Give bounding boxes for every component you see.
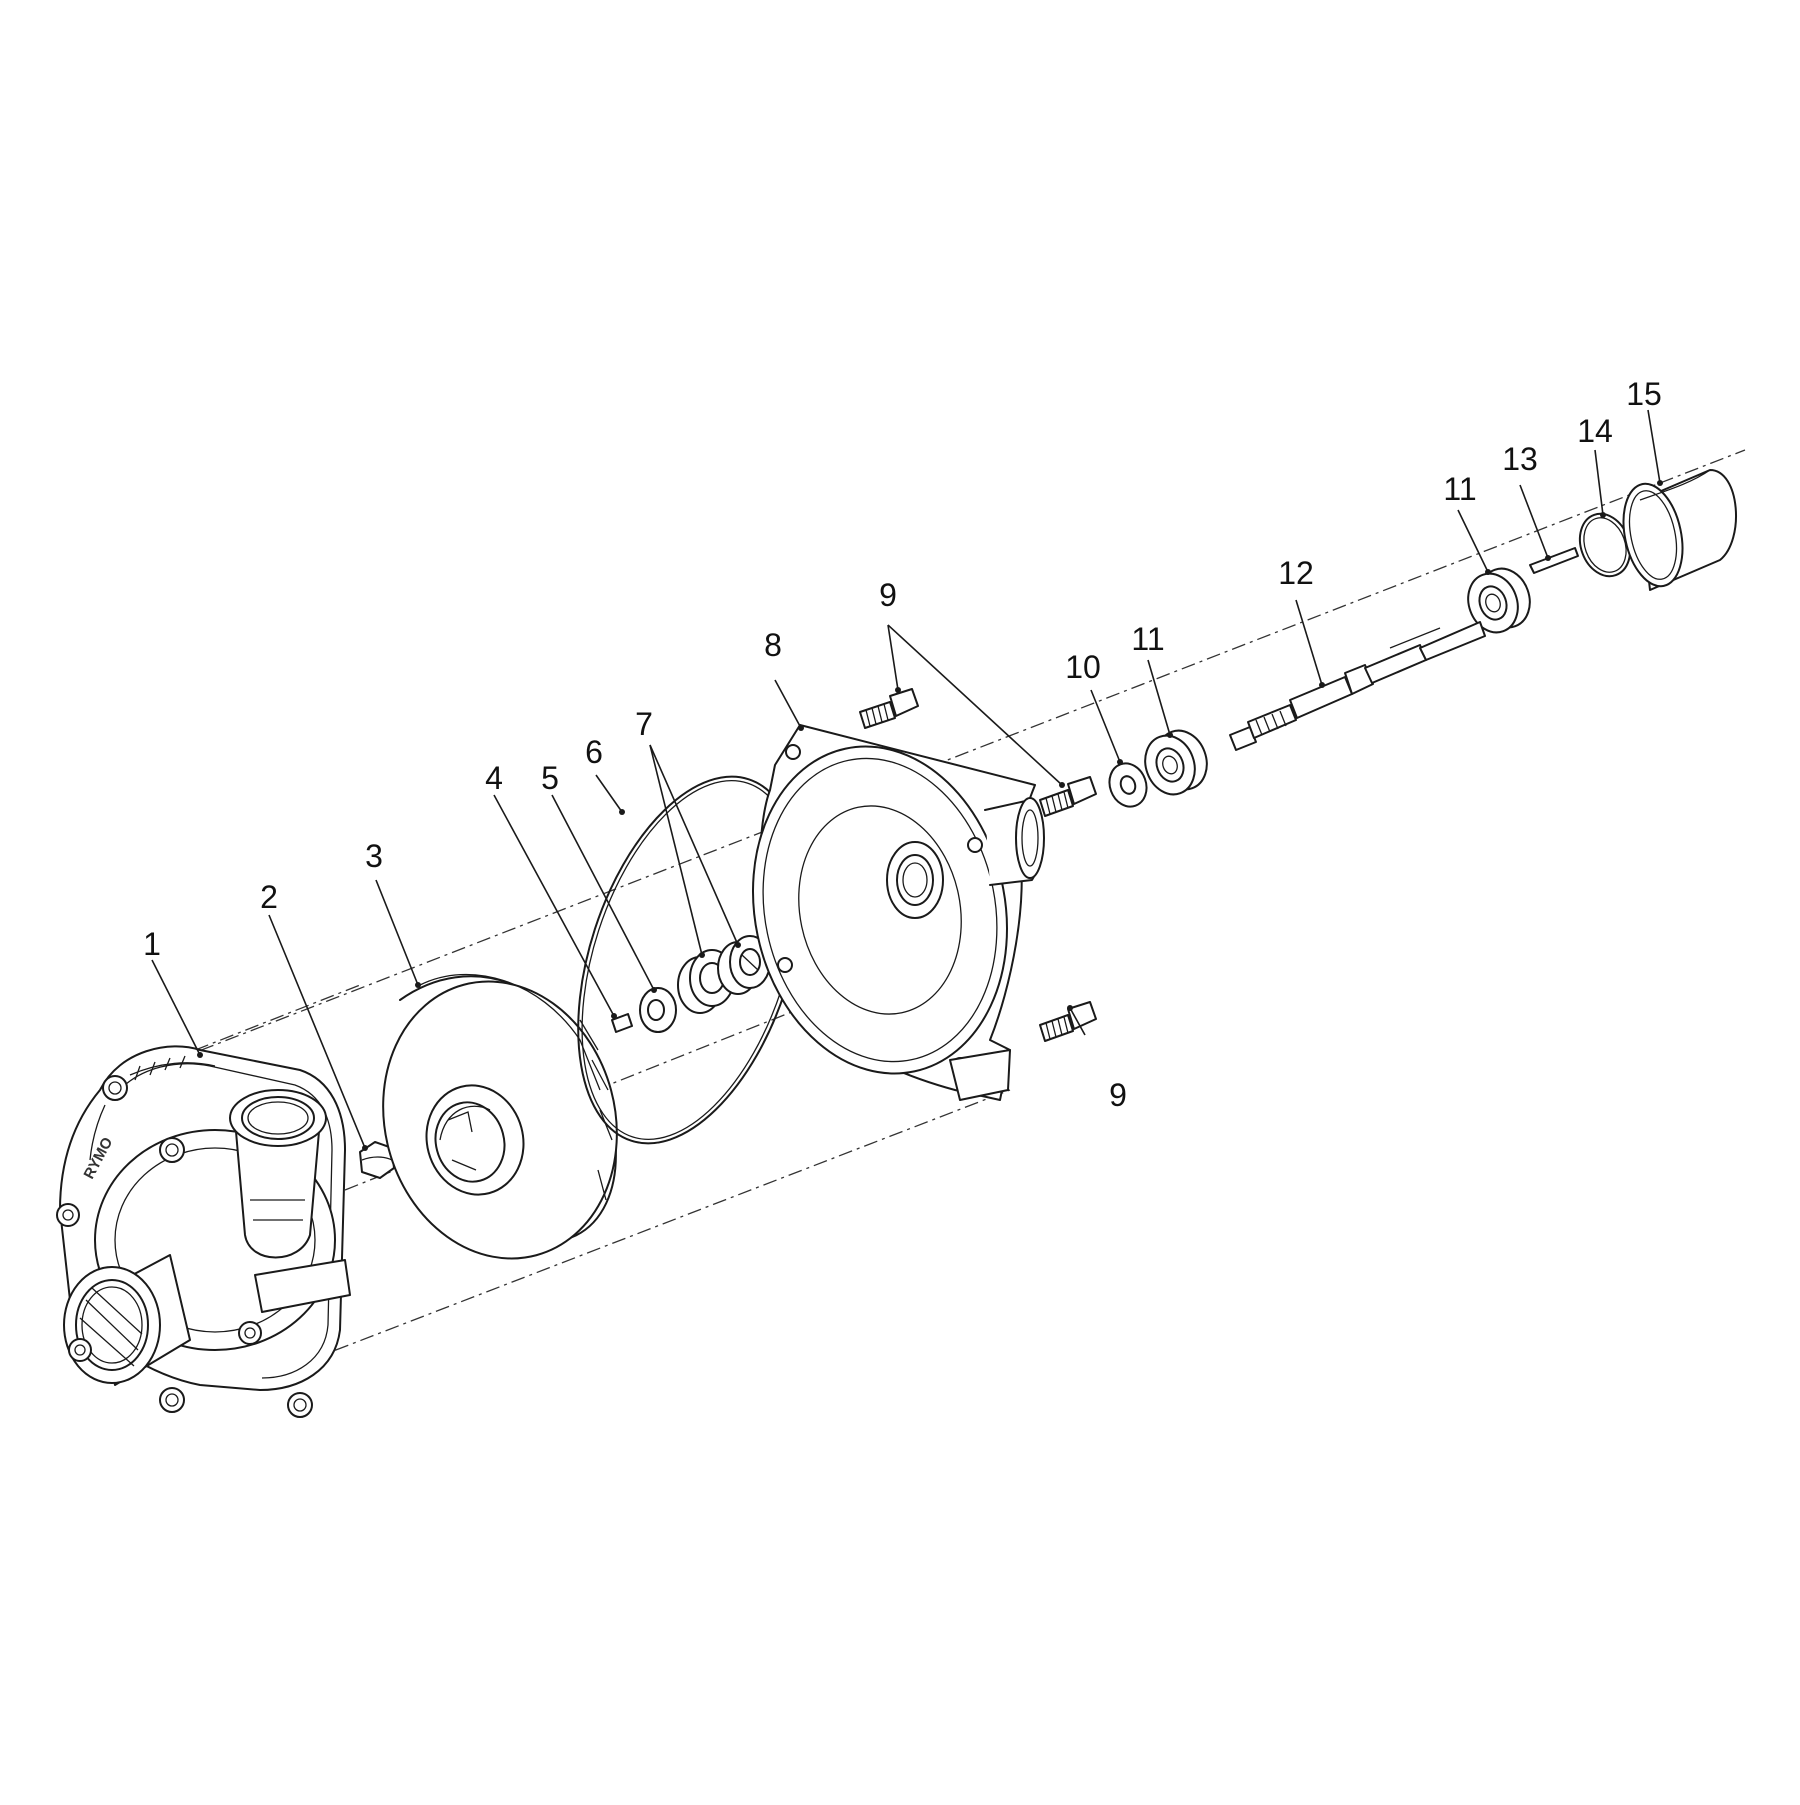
cap-screw-upper (859, 688, 919, 729)
callout-9-lower: 9 (1109, 1077, 1127, 1113)
callout-11-rear: 11 (1443, 471, 1476, 507)
callout-3: 3 (365, 838, 383, 874)
ball-bearing-rear (1467, 567, 1531, 634)
callout-6: 6 (585, 734, 603, 770)
drive-key (1529, 547, 1579, 574)
cap-screw-middle (1039, 776, 1097, 817)
shaft-sleeve (1622, 469, 1737, 591)
callout-14: 14 (1577, 413, 1613, 449)
impeller (382, 973, 618, 1260)
callout-labels: 1 2 3 4 5 6 7 8 9 9 10 11 11 12 13 14 15 (143, 376, 1662, 1113)
leader-lines (151, 409, 1661, 1149)
leader-dots (197, 480, 1663, 1151)
callout-2: 2 (260, 879, 278, 915)
seal-washer (639, 987, 677, 1033)
callout-7: 7 (635, 706, 653, 742)
callout-5: 5 (541, 760, 559, 796)
callout-11-front: 11 (1131, 621, 1164, 657)
pump-casing: RYMO (56, 1045, 351, 1418)
impeller-key (611, 1013, 633, 1033)
cap-screw-lower (1039, 1001, 1097, 1042)
callout-13: 13 (1502, 441, 1538, 477)
callout-12: 12 (1278, 555, 1314, 591)
callout-15: 15 (1626, 376, 1662, 412)
ball-bearing-front (1144, 729, 1208, 796)
callout-8: 8 (764, 627, 782, 663)
callout-9-upper: 9 (879, 577, 897, 613)
callout-10: 10 (1065, 649, 1101, 685)
adapter-plate (752, 724, 1045, 1101)
mechanical-seal (677, 935, 771, 1014)
pump-shaft (1229, 621, 1486, 751)
callout-1: 1 (143, 926, 161, 962)
callout-4: 4 (485, 760, 503, 796)
